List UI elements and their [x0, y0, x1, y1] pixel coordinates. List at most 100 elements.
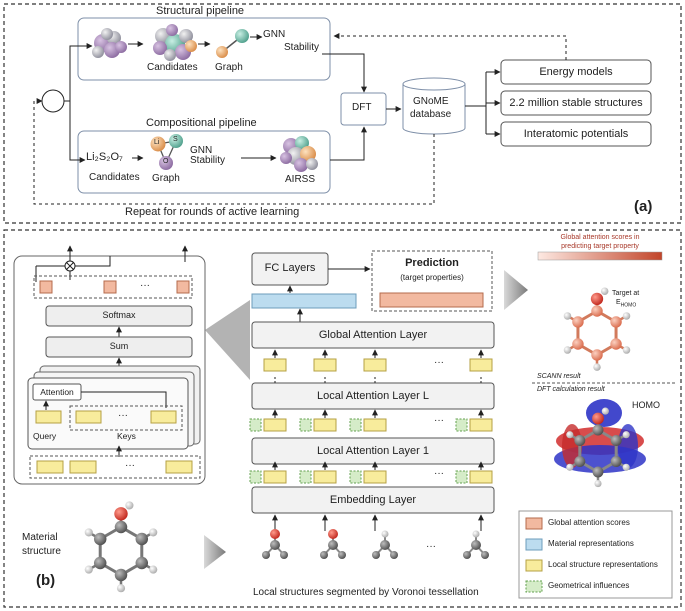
- keys-row: [69, 405, 183, 431]
- keys-to-attention: [81, 391, 167, 408]
- material-structure-label-1: Material: [22, 532, 58, 543]
- legend-label-scores: Global attention scores: [548, 518, 630, 527]
- panel-a-label: (a): [634, 198, 653, 215]
- attn-score-1: [39, 280, 53, 294]
- graph-atom-o: O: [163, 158, 169, 165]
- legend-label-geometric: Geometrical influences: [548, 581, 630, 590]
- structural-pipeline-title: Structural pipeline: [156, 5, 245, 17]
- mat-oh-h: [125, 501, 134, 510]
- dft-atom-3: [592, 466, 604, 478]
- local-attention-l-label: Local Attention Layer L: [317, 390, 429, 402]
- output-energy-models: Energy models: [539, 66, 613, 78]
- row-local-l-geo-1: [299, 418, 312, 432]
- material-structure-label-2: structure: [22, 546, 61, 557]
- structural-seed-crystal-icon: [92, 28, 127, 58]
- row-global-token-0: [263, 358, 287, 372]
- sum-label: Sum: [109, 341, 129, 351]
- attn-score-3: [176, 280, 190, 294]
- ls-atom-a-1: [320, 551, 328, 559]
- compositional-pipeline-box: [77, 130, 331, 194]
- formula-label: Li₂S₂O₇: [86, 151, 123, 163]
- row-local-1-geo-2: [349, 470, 362, 484]
- ls-atom-b-1: [338, 551, 346, 559]
- dft-oh-h: [601, 407, 609, 415]
- prediction-sub: (target properties): [400, 273, 464, 282]
- ls-center-2: [380, 540, 390, 550]
- output-ellipsis: ···: [140, 280, 150, 291]
- airss-crystal-icon: [280, 136, 318, 172]
- token-rows: [249, 349, 493, 531]
- key-token-2: [150, 410, 177, 424]
- prediction-bar: [379, 292, 484, 308]
- local-attention-1-label: Local Attention Layer 1: [317, 445, 429, 457]
- row-local-1-geo-0: [249, 470, 262, 484]
- dft-atom-0: [592, 424, 604, 436]
- scann-h-3: [593, 363, 601, 371]
- row-local-l-token-3: [469, 418, 493, 432]
- gnome-database-icon: [402, 77, 466, 135]
- row-local-l-token-0: [263, 418, 287, 432]
- scann-h-1: [622, 312, 631, 320]
- dft-h-5: [566, 431, 574, 439]
- mat-h-3: [116, 584, 126, 593]
- keys-ellipsis: ···: [118, 410, 128, 421]
- dft-h-1: [622, 431, 630, 439]
- legend-swatch-geometric: [525, 580, 543, 593]
- query-label: Query: [33, 431, 57, 441]
- phenol-molecule-icon: [84, 501, 158, 593]
- material-representation-bar: [251, 293, 357, 309]
- legend-swatch-material: [525, 538, 543, 551]
- fc-layers-label: FC Layers: [264, 262, 316, 274]
- interatomic-box: [500, 121, 652, 147]
- panel-b-frame: [3, 229, 682, 608]
- ls-atom-c-3: [472, 530, 480, 538]
- dft-molecule-icon: [566, 407, 630, 488]
- row-local-l-token-1: [313, 418, 337, 432]
- start-node: [41, 89, 65, 113]
- ls-atom-a-3: [463, 551, 471, 559]
- local-structures-icons: [262, 529, 489, 559]
- target-label-1: Target at: [612, 290, 640, 297]
- row-local-l-geo-3: [455, 418, 468, 432]
- scann-atom-0: [591, 305, 603, 317]
- structural-gnn-label: GNN: [263, 29, 286, 40]
- prediction-label: Prediction: [405, 257, 459, 269]
- ls-center-0: [270, 540, 280, 550]
- arrow-compositional-to-dft: [330, 126, 367, 161]
- airss-label: AIRSS: [285, 174, 316, 185]
- inputs-ellipsis: ···: [125, 460, 135, 471]
- ls-atom-c-0: [270, 529, 280, 539]
- scann-atom-5: [572, 316, 584, 328]
- compositional-pipeline-title: Compositional pipeline: [146, 117, 257, 129]
- energy-models-box: [500, 59, 652, 85]
- graph-atom-s: S: [173, 136, 178, 143]
- legend-label-material: Material representations: [548, 539, 634, 548]
- gnome-label-1: GNoME: [413, 96, 449, 107]
- ls-center-1: [328, 540, 338, 550]
- ls-atom-b-2: [390, 551, 398, 559]
- attention-score-colorbar: [537, 251, 663, 261]
- scann-atom-3: [591, 349, 603, 361]
- row-local-1-geo-3: [455, 470, 468, 484]
- attn-score-2: [103, 280, 117, 294]
- compositional-gnn-label: GNN: [190, 145, 213, 156]
- skip-link: [35, 265, 65, 282]
- row-local-1-token-2: [363, 470, 387, 484]
- ls-center-3: [471, 540, 481, 550]
- attention-label: Attention: [40, 387, 74, 397]
- ls-atom-c-1: [328, 529, 338, 539]
- embedding-layer: [251, 486, 495, 514]
- voronoi-caption: Local structures segmented by Voronoi te…: [253, 587, 479, 598]
- compositional-graph-icon: [150, 134, 183, 170]
- softmax-box: [45, 305, 193, 327]
- scann-atom-1: [610, 316, 622, 328]
- homo-label: HOMO: [632, 400, 660, 410]
- output-interatomic: Interatomic potentials: [523, 128, 629, 140]
- compositional-candidates-label: Candidates: [89, 172, 140, 183]
- ls-atom-c-2: [381, 530, 389, 538]
- panel-a-frame: [3, 3, 682, 224]
- dft-label: DFT: [352, 102, 372, 113]
- dft-h-4: [566, 463, 574, 471]
- legend-label-local: Local structure representations: [548, 560, 658, 569]
